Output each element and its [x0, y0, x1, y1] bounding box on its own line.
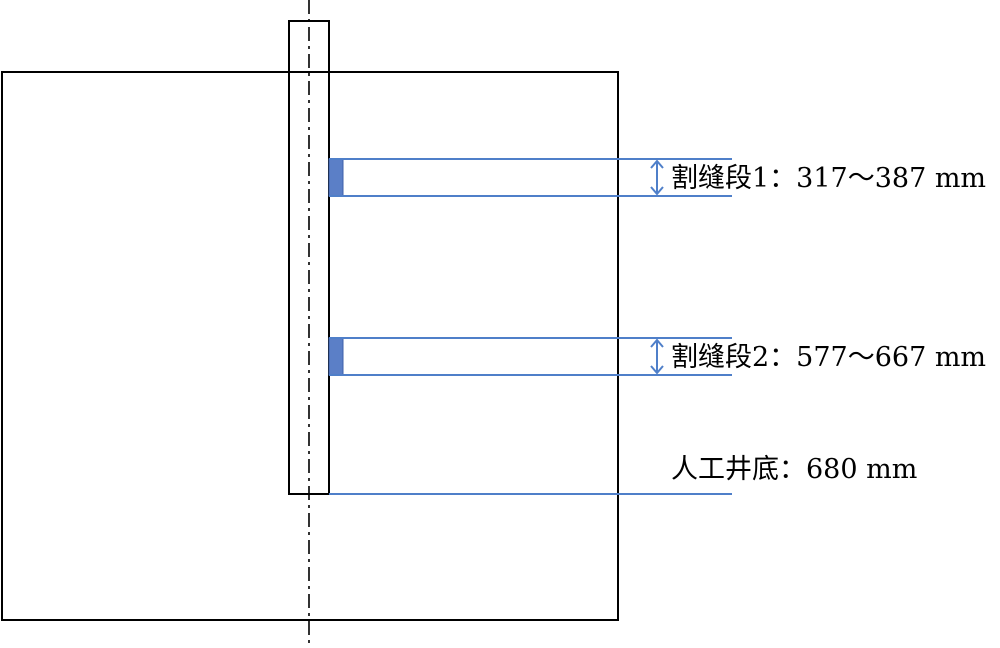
slot-marker [328, 158, 344, 197]
artificial-bottom-label: 人工井底：680 mm [671, 454, 918, 485]
slot-marker [328, 337, 344, 376]
slotted-segment-1 [328, 158, 732, 197]
segment-1-label: 割缝段1：317～387 mm [671, 163, 987, 194]
dimension-arrow-icon [650, 338, 664, 375]
dimension-arrow-icon [650, 159, 664, 196]
slotted-segment-2 [328, 337, 732, 376]
formation-block [1, 71, 619, 621]
segment-2-label: 割缝段2：577～667 mm [671, 342, 987, 373]
